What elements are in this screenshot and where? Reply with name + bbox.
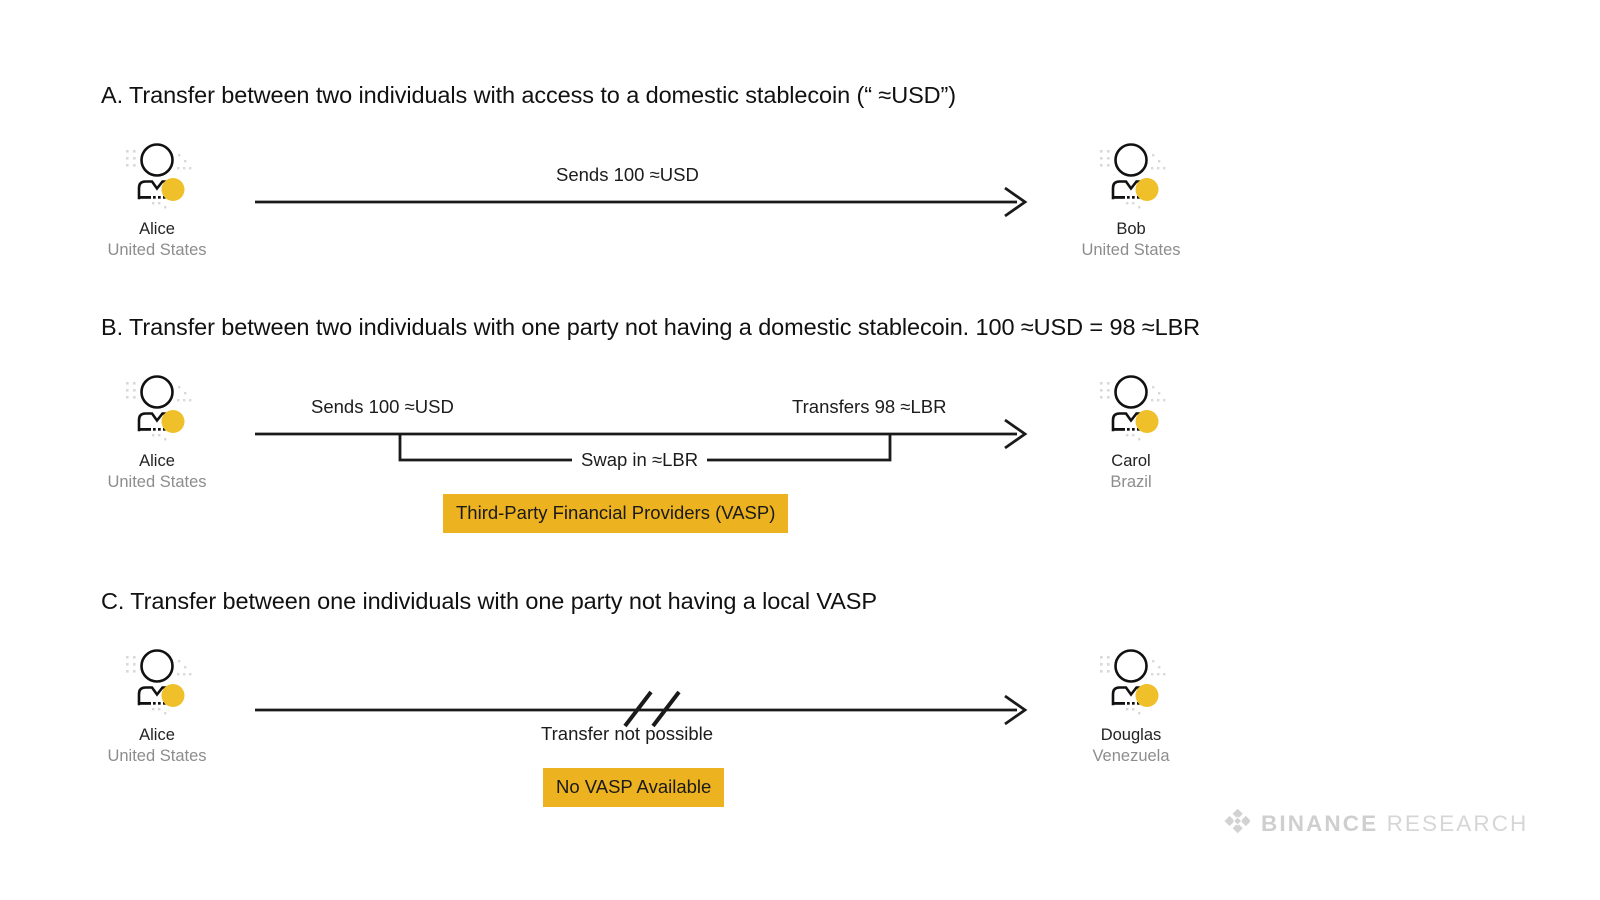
- person-country: United States: [107, 241, 207, 259]
- break-slash-icon: [623, 690, 681, 728]
- badge-no-vasp-available: No VASP Available: [543, 768, 725, 807]
- person-name: Alice: [139, 726, 175, 744]
- binance-diamond-icon: [1224, 808, 1251, 839]
- person-node-alice-b: Alice United States: [72, 368, 242, 493]
- person-node-carol: Carol Brazil: [1046, 368, 1216, 493]
- flow-label-transfer-not-possible: Transfer not possible: [541, 723, 714, 744]
- person-avatar-icon: [1086, 642, 1176, 722]
- person-name: Bob: [1116, 220, 1146, 238]
- badge-third-party-vasp: Third-Party Financial Providers (VASP): [443, 494, 789, 533]
- person-name: Douglas: [1100, 726, 1162, 744]
- person-country: United States: [1081, 241, 1181, 259]
- person-node-bob: Bob United States: [1046, 136, 1216, 261]
- person-country: Venezuela: [1092, 747, 1170, 765]
- section-b-heading: B. Transfer between two individuals with…: [101, 314, 1201, 340]
- section-a-heading: A. Transfer between two individuals with…: [101, 82, 956, 108]
- flow-label-sends-a: Sends 100 ≈USD: [556, 164, 699, 185]
- person-avatar-icon: [1086, 368, 1176, 448]
- person-name: Carol: [1111, 452, 1151, 470]
- section-c-heading: C. Transfer between one individuals with…: [101, 588, 877, 614]
- person-name: Alice: [139, 220, 175, 238]
- flow-label-sends-b: Sends 100 ≈USD: [311, 396, 454, 417]
- person-avatar-icon: [112, 136, 202, 216]
- person-country: United States: [107, 747, 207, 765]
- logo-wordmark: BINANCE RESEARCH: [1261, 811, 1528, 837]
- person-country: United States: [107, 473, 207, 491]
- logo-sub: RESEARCH: [1386, 810, 1529, 836]
- person-country: Brazil: [1110, 473, 1152, 491]
- binance-research-logo: BINANCE RESEARCH: [1224, 808, 1528, 839]
- person-node-alice-c: Alice United States: [72, 642, 242, 767]
- person-avatar-icon: [112, 642, 202, 722]
- logo-brand: BINANCE: [1261, 810, 1379, 836]
- person-avatar-icon: [1086, 136, 1176, 216]
- flow-arrow-section-a: [255, 150, 1045, 230]
- person-node-alice-a: Alice United States: [72, 136, 242, 261]
- flow-arrow-section-c: [255, 660, 1045, 750]
- person-avatar-icon: [112, 368, 202, 448]
- person-node-douglas: Douglas Venezuela: [1046, 642, 1216, 767]
- person-name: Alice: [139, 452, 175, 470]
- flow-label-transfers-b: Transfers 98 ≈LBR: [792, 396, 947, 417]
- flow-label-swap-b: Swap in ≈LBR: [572, 449, 708, 471]
